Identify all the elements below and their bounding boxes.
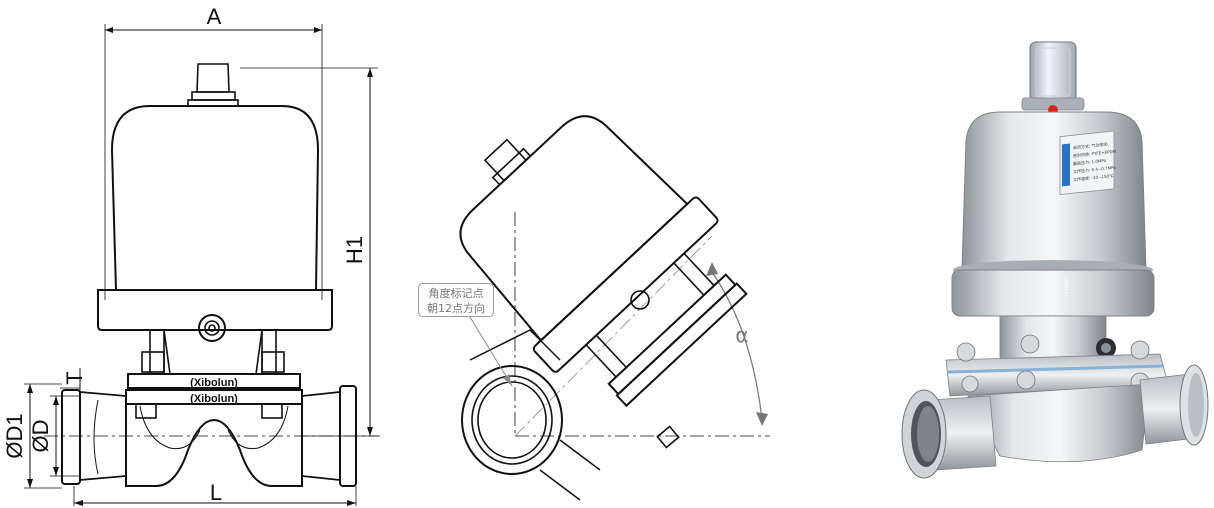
brand-label-lower: (Xibolun) xyxy=(190,393,238,405)
angle-view-drawing xyxy=(459,115,770,501)
front-view-drawing xyxy=(24,24,380,506)
product-photo: Hebron 驱动方式: 气动常闭 密封材质: PTFE+EPDM 最高压力: … xyxy=(901,41,1209,479)
angle-symbol: α xyxy=(735,323,748,347)
dim-label-a: A xyxy=(207,4,222,29)
dim-label-d1: ØD1 xyxy=(2,413,27,458)
dim-label-t: T xyxy=(62,371,87,384)
angle-mark-note-line1: 角度标记点 xyxy=(428,287,484,300)
nameplate-logo: Hebron xyxy=(1064,276,1070,296)
nameplate-row-3: 工作压力: 0.4~0.7MPa xyxy=(1073,164,1116,175)
nameplate: Hebron 驱动方式: 气动常闭 密封材质: PTFE+EPDM 最高压力: … xyxy=(1059,130,1117,296)
brand-label-upper: (Xibolun) xyxy=(190,377,238,389)
dim-label-l: L xyxy=(210,480,222,505)
angle-mark-note-line2: 朝12点方向 xyxy=(427,302,485,315)
angle-mark-note: 角度标记点 朝12点方向 xyxy=(418,283,494,317)
nameplate-row-0: 驱动方式: 气动常闭 xyxy=(1073,141,1108,151)
dim-label-h1: H1 xyxy=(342,236,367,264)
nameplate-row-2: 最高压力: 1.0MPa xyxy=(1073,157,1107,167)
nameplate-row-4: 工作温度: -10~150℃ xyxy=(1073,172,1114,182)
nameplate-row-1: 密封材质: PTFE+EPDM xyxy=(1073,148,1117,159)
dim-label-d: ØD xyxy=(28,420,53,453)
